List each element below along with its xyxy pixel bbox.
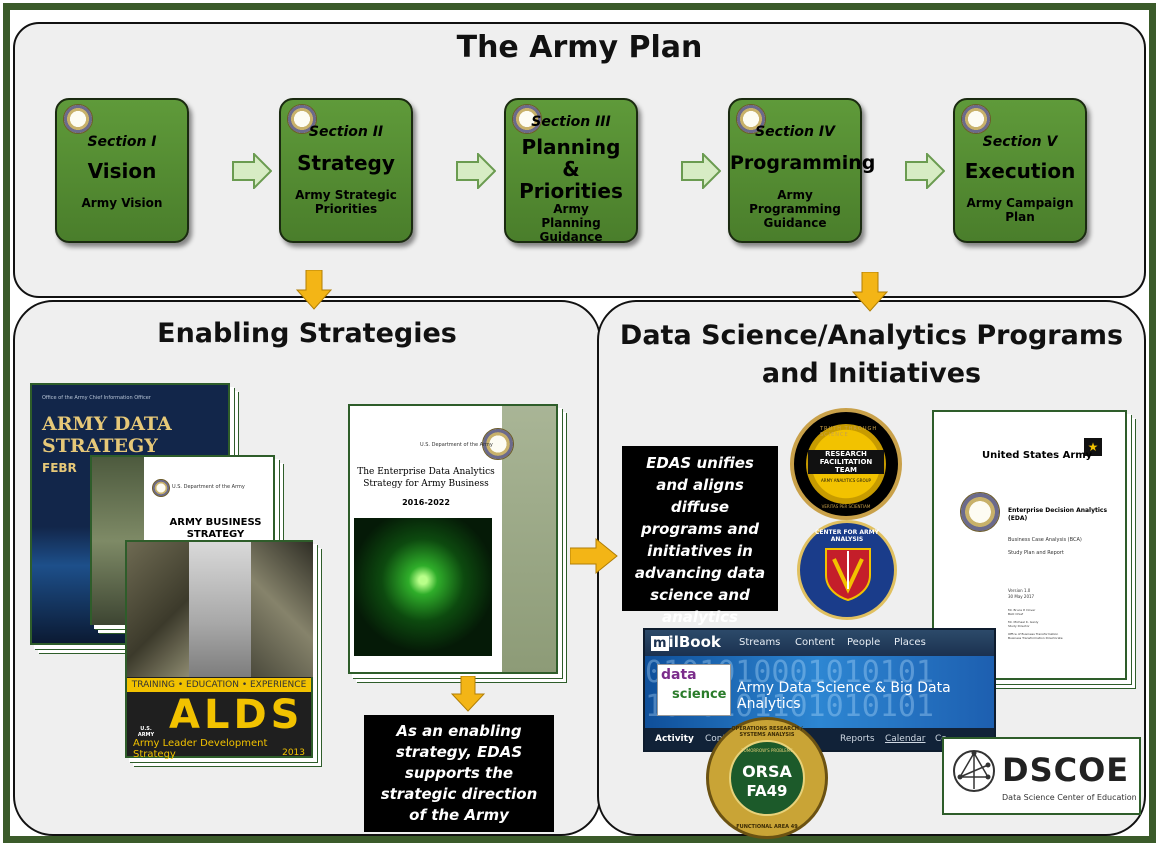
tab-calendar[interactable]: Calendar xyxy=(885,734,926,744)
army-seal-icon xyxy=(63,104,93,134)
alds-cover: TRAINING • EDUCATION • EXPERIENCE U.S. A… xyxy=(125,540,313,760)
step-name: Execution xyxy=(964,159,1076,183)
nav-people[interactable]: People xyxy=(847,637,881,648)
eda-title: Enterprise Decision Analytics (EDA) xyxy=(1008,507,1108,522)
center-for-army-analysis-logo: CENTER FOR ARMY ANALYSIS xyxy=(797,520,897,620)
army-seal-icon xyxy=(287,104,317,134)
step-vision: Section I Vision Army Vision xyxy=(55,98,189,243)
down-arrow-icon xyxy=(296,270,332,310)
right-arrow-icon xyxy=(570,538,618,574)
tab-reports[interactable]: Reports xyxy=(840,734,875,744)
nav-places[interactable]: Places xyxy=(894,637,926,648)
step-arrow-icon xyxy=(681,153,721,189)
nav-streams[interactable]: Streams xyxy=(739,637,781,648)
edas-enabling-callout: As an enabling strategy, EDAS supports t… xyxy=(364,715,554,832)
step-section: Section III xyxy=(531,114,611,130)
step-subtitle: Army Strategic Priorities xyxy=(295,188,397,216)
enabling-strategies-title: Enabling Strategies xyxy=(157,318,457,349)
step-subtitle: Army Planning Guidance xyxy=(539,202,603,244)
step-execution: Section V Execution Army Campaign Plan xyxy=(953,98,1087,243)
army-star-logo: ★ xyxy=(1084,438,1102,456)
step-section: Section II xyxy=(308,124,384,140)
step-section: Section I xyxy=(87,134,157,150)
ads-title-2: STRATEGY xyxy=(42,435,158,457)
alds-banner: TRAINING • EDUCATION • EXPERIENCE xyxy=(127,678,311,692)
step-programming: Section IV Programming Army Programming … xyxy=(728,98,876,243)
alds-year: 2013 xyxy=(282,748,305,758)
orsa-label: ORSA xyxy=(742,762,792,781)
step-section: Section IV xyxy=(755,124,835,140)
dscoe-subtitle: Data Science Center of Education xyxy=(1002,793,1137,802)
down-arrow-icon xyxy=(451,676,485,712)
step-section: Section V xyxy=(982,134,1058,150)
edas-unifies-callout: EDAS unifies and aligns diffuse programs… xyxy=(622,446,778,626)
alds-logo: ALDS xyxy=(169,692,304,738)
dscoe-name: DSCOE xyxy=(1002,751,1130,789)
down-arrow-icon xyxy=(852,272,888,312)
milbook-group-title: Army Data Science & Big Data Analytics xyxy=(737,680,951,712)
step-planning: Section III Planning & Priorities Army P… xyxy=(504,98,638,244)
step-strategy: Section II Strategy Army Strategic Prior… xyxy=(279,98,413,243)
ads-date: FEBR xyxy=(42,461,77,475)
dscoe-logo: DSCOE Data Science Center of Education xyxy=(942,737,1141,815)
step-subtitle: Army Programming Guidance xyxy=(749,188,841,230)
army-seal-icon xyxy=(961,104,991,134)
programs-title-2: and Initiatives xyxy=(761,358,982,389)
army-seal-icon xyxy=(512,104,542,134)
step-arrow-icon xyxy=(905,153,945,189)
nav-content[interactable]: Content xyxy=(795,637,835,648)
step-subtitle: Army Campaign Plan xyxy=(966,196,1074,224)
army-seal-icon xyxy=(960,492,1000,532)
eda-org: United States Army xyxy=(982,450,1093,461)
orsa-fa49-seal: OPERATIONS RESEARCH / SYSTEMS ANALYSIS T… xyxy=(706,717,828,839)
step-name: Strategy xyxy=(297,151,395,175)
abs-title: ARMY BUSINESS xyxy=(169,517,262,528)
ads-title: ARMY DATA xyxy=(42,413,172,435)
step-name: Vision xyxy=(87,159,157,183)
step-subtitle: Army Vision xyxy=(81,196,163,210)
step-name: Planning & Priorities xyxy=(519,135,623,203)
tab-more[interactable]: Co xyxy=(935,734,947,744)
edas-doc-years: 2016-2022 xyxy=(402,498,450,507)
data-science-tag-cloud: data science xyxy=(657,664,731,716)
step-name: Programming xyxy=(730,152,876,174)
army-seal-icon xyxy=(482,428,514,460)
research-facilitation-team-logo: TRUTH THROUGH SCIENCE RESEARCH FACILITAT… xyxy=(790,408,902,520)
fa49-label: FA49 xyxy=(746,782,788,800)
edas-doc-title: The Enterprise Data Analytics Strategy f… xyxy=(357,467,495,489)
step-arrow-icon xyxy=(456,153,496,189)
edas-document-cover: U.S. Department of the Army The Enterpri… xyxy=(348,404,558,674)
step-arrow-icon xyxy=(232,153,272,189)
programs-title: Data Science/Analytics Programs xyxy=(619,320,1124,351)
army-seal-icon xyxy=(736,104,766,134)
tab-activity[interactable]: Activity xyxy=(655,734,694,744)
alds-subtitle: Army Leader Development Strategy xyxy=(133,738,268,760)
dscoe-network-icon xyxy=(953,750,995,792)
army-seal-icon xyxy=(152,479,170,497)
us-army-badge: U.S. ARMY xyxy=(137,726,155,738)
abs-title-2: STRATEGY xyxy=(186,529,245,540)
army-plan-title: The Army Plan xyxy=(456,30,703,65)
